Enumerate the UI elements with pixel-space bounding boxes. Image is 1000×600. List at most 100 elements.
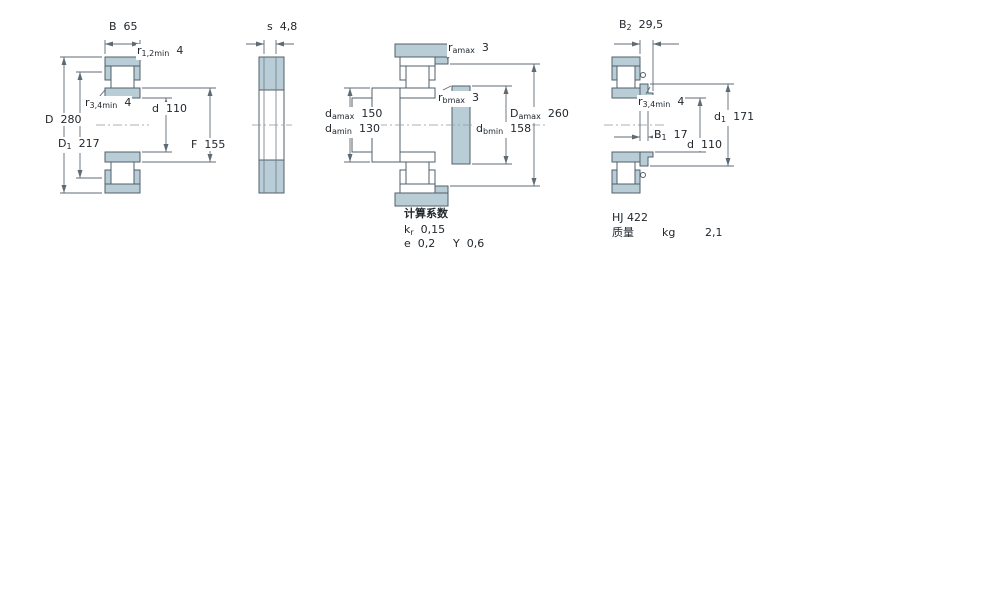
dim-symbol: d [476,122,483,135]
dim-subscript: amax [518,112,541,121]
housing-shoulder [434,56,449,65]
drawing-bearing-cross-section [60,40,216,194]
dim-subscript: 1,2min [141,49,170,58]
factor-symbol: Y [453,237,460,250]
ring-mass-label: 质量 [611,226,635,239]
factor-value: 0,15 [420,223,446,236]
factor-subscript: r [410,228,414,237]
outer-ring-flange [634,169,641,185]
dim-subscript: amax [452,46,475,55]
dim-value: 150 [361,107,383,120]
inner-ring-bottom [104,151,141,163]
drawing-side-profile [246,40,294,194]
seal-detail [640,172,646,178]
factor-value: 0,6 [466,237,485,250]
dim-symbol: r [85,96,90,109]
dim-symbol: B [654,128,662,141]
dim-subscript: 3,4min [89,101,118,110]
outer-ring-flange [611,65,618,81]
bearing-outline [399,87,436,99]
housing-shoulder [434,185,449,194]
dim-symbol: s [267,20,273,33]
factor-e: e 0,2 [403,237,437,250]
dim-label-r34min: r3,4min 4 [84,96,133,112]
dim-value: 17 [673,128,688,141]
outer-ring-bottom [611,183,641,194]
dim-label-B2: B2 29,5 [618,18,665,34]
dim-symbol: d [325,122,332,135]
dim-subscript: 2 [626,23,632,32]
factor-Y: Y 0,6 [452,237,486,250]
dim-symbol: r [438,91,443,104]
ring-designation: HJ 422 [611,211,650,224]
dim-label-d-ring: d 110 [686,138,723,151]
dim-value: 4,8 [279,20,298,33]
angle-ring-bottom [639,151,654,167]
roller [616,161,636,185]
dim-subscript: 1 [66,142,72,151]
outer-ring-flange [104,65,112,81]
ring-section-top [258,56,285,91]
bearing-outline [399,183,436,194]
dim-value: 110 [700,138,722,151]
roller [110,161,135,185]
roller [110,65,135,89]
outer-ring-top [611,56,641,67]
outer-ring-top [104,56,141,67]
dim-value: 3 [481,41,489,54]
dim-subscript: 1 [661,133,667,142]
inner-ring-bottom [611,151,641,163]
dim-value: 65 [123,20,138,33]
dim-value: 3 [472,91,480,104]
factor-kr: kr 0,15 [403,223,447,239]
bearing-outline [399,56,436,67]
dim-symbol: F [191,138,198,151]
dim-subscript: bmax [442,96,466,105]
dim-subscript: amax [331,112,355,121]
ring-section-bottom [258,159,285,194]
roller [616,65,636,89]
dim-symbol: D [58,137,67,150]
dim-label-B1: B1 17 [653,128,689,144]
dim-value: 217 [78,137,100,150]
factor-symbol: k [404,223,411,236]
bearing-outline [399,65,407,81]
bearing-outline [399,169,407,185]
dim-label-rbmax: rbmax 3 [437,91,481,107]
dim-value: 29,5 [638,18,664,31]
dim-symbol: d [687,138,694,151]
dim-symbol: d [152,102,159,115]
dim-value: 4 [124,96,132,109]
ring-mass-value: 2,1 [704,226,724,239]
roller-outline [405,65,430,89]
dim-value: 155 [204,138,226,151]
dim-subscript: amin [331,127,352,136]
bearing-outline [428,65,436,81]
dim-symbol: B [109,20,117,33]
dim-symbol: r [638,95,643,108]
dim-symbol: d [714,110,721,123]
outer-ring-flange [611,169,618,185]
dim-label-damax: damax 150 [324,107,384,123]
dim-subscript: 3,4min [642,100,671,109]
factor-symbol: e [404,237,411,250]
inner-ring-top [611,87,641,99]
bearing-outline [399,151,436,163]
outer-ring-flange [634,65,641,81]
dim-symbol: B [619,18,627,31]
outer-ring-flange [133,169,141,185]
dim-symbol: D [45,113,54,126]
seal-detail [640,72,646,78]
dim-label-F: F 155 [190,138,227,151]
dim-value: 4 [176,44,184,57]
factor-value: 0,2 [417,237,436,250]
outer-ring-bottom [104,183,141,194]
dim-symbol: d [325,107,332,120]
